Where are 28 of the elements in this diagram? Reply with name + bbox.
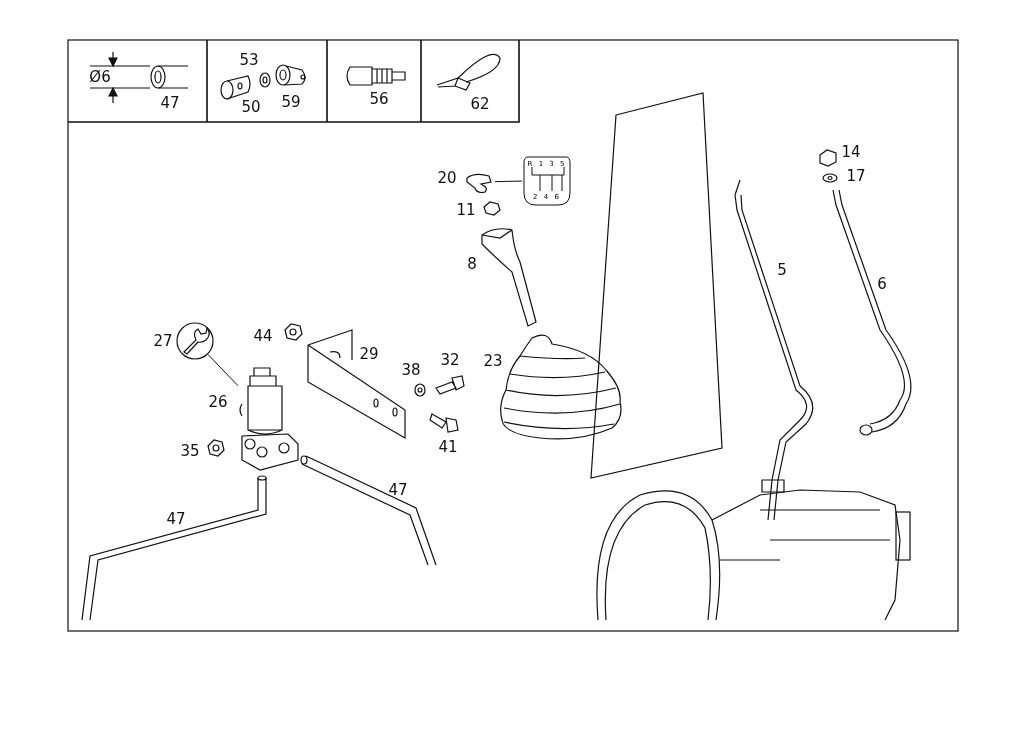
callout-number: 35 — [180, 442, 200, 460]
shift-pattern-knob — [522, 153, 572, 208]
callout-number: 29 — [359, 345, 379, 363]
callout-number: 38 — [401, 361, 421, 379]
callout-number: 5 — [777, 261, 787, 279]
callout-number: 11 — [456, 201, 476, 219]
callout-number: 17 — [846, 167, 866, 185]
callout-number: 26 — [208, 393, 228, 411]
callout-number: 53 — [239, 51, 259, 69]
callout-number: 47 — [388, 481, 408, 499]
leader-line — [207, 354, 239, 387]
callout-number: 14 — [841, 143, 861, 161]
callout-number: 41 — [438, 438, 458, 456]
callout-number: 23 — [483, 352, 503, 370]
callout-number: 47 — [166, 510, 186, 528]
callout-number: 47 — [160, 94, 180, 112]
callout-number: 50 — [241, 98, 261, 116]
callout-number: 44 — [253, 327, 273, 345]
callout-number: 8 — [467, 255, 477, 273]
dimension-label: Ø6 — [89, 68, 111, 86]
callout-number: 6 — [877, 275, 887, 293]
callout-number: 56 — [369, 90, 389, 108]
callout-number: 32 — [440, 351, 460, 369]
leader-line — [494, 180, 523, 183]
callout-number: 27 — [153, 332, 173, 350]
callout-number: 62 — [470, 95, 490, 113]
callout-number: 59 — [281, 93, 301, 111]
callout-number: 20 — [437, 169, 457, 187]
